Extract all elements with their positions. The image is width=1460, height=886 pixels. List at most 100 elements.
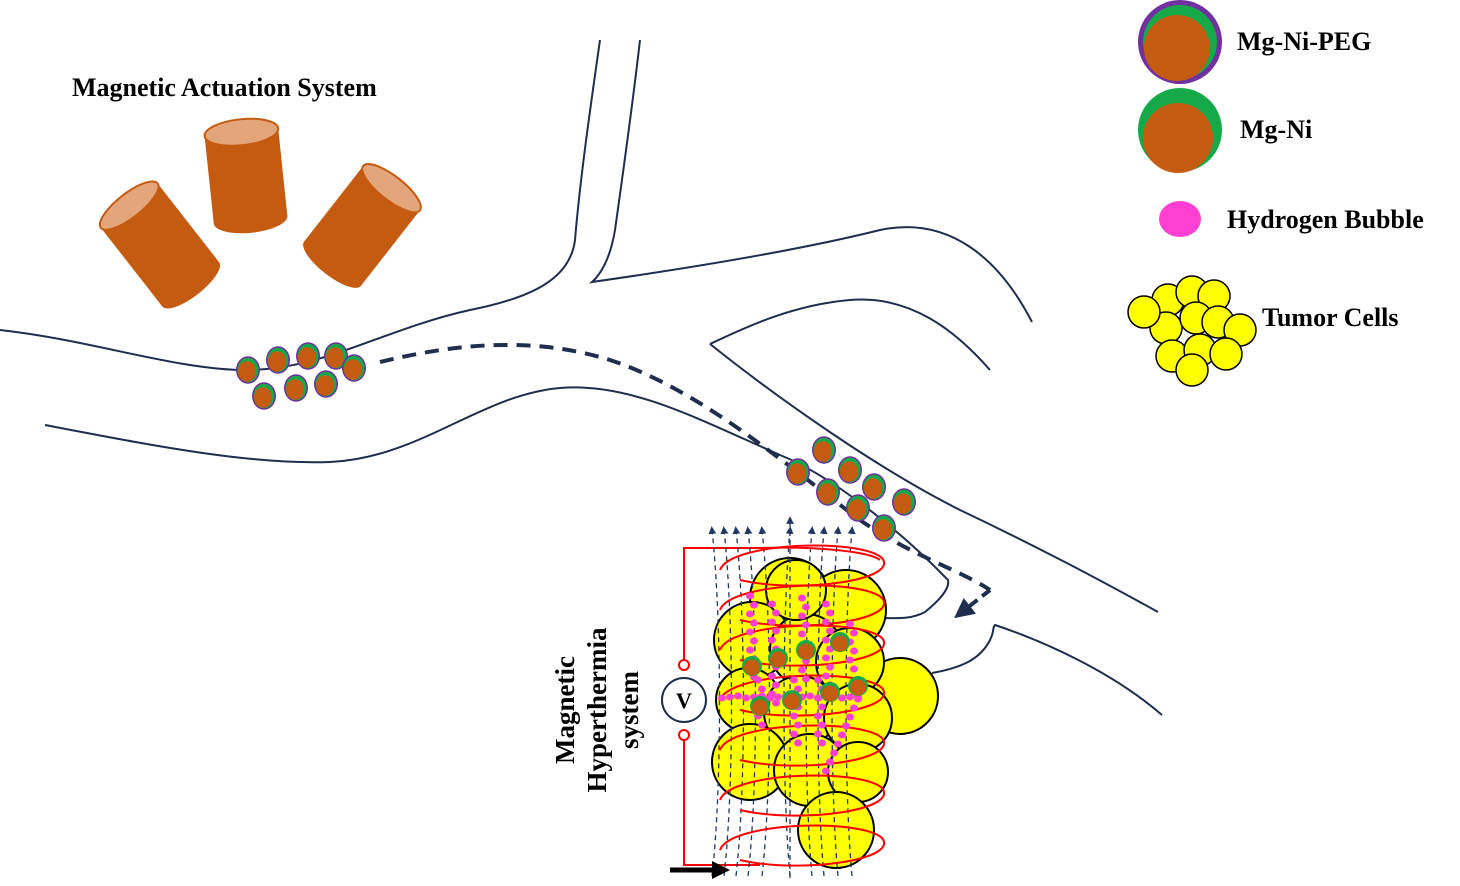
hydrogen-bubble	[814, 712, 822, 720]
hyperthermia-line3: system	[614, 671, 644, 749]
magnetic-field-lines	[708, 516, 856, 878]
hydrogen-bubble	[818, 739, 826, 747]
hydrogen-bubble	[822, 654, 830, 662]
hydrogen-bubble	[802, 675, 810, 683]
legend-mg-ni: Mg-Ni	[1138, 88, 1312, 173]
hydrogen-bubble	[734, 692, 742, 700]
hydrogen-bubble	[826, 609, 834, 617]
hydrogen-bubble	[830, 749, 838, 757]
hydrogen-bubble	[802, 621, 810, 629]
hydrogen-bubble	[850, 704, 858, 712]
vessel-side-branch-lower	[709, 343, 1159, 613]
magnetic-actuation-magnets	[98, 117, 422, 309]
mg-ni-particle	[782, 690, 802, 710]
mg-ni-peg-particle	[816, 478, 840, 506]
hydrogen-bubbles	[718, 592, 866, 775]
mg-ni-particle	[848, 676, 868, 696]
mg-ni-particle	[750, 696, 770, 716]
hydrogen-bubble	[790, 730, 798, 738]
hydrogen-bubble	[802, 603, 810, 611]
hydrogen-bubble	[758, 721, 766, 729]
hydrogen-bubble	[850, 665, 858, 673]
hydrogen-bubble	[814, 694, 822, 702]
field-line	[845, 526, 856, 877]
hydrogen-bubble	[818, 703, 826, 711]
vessel-upper-wall	[0, 39, 601, 372]
legend-mg-ni-label: Mg-Ni	[1240, 115, 1312, 144]
legend-tumor-cell	[1127, 295, 1161, 329]
hydrogen-bubble	[822, 767, 830, 775]
hydrogen-bubble	[768, 618, 776, 626]
hydrogen-bubble	[846, 620, 854, 628]
circuit-terminal-top	[678, 659, 690, 671]
mg-ni-peg-particle	[296, 342, 320, 370]
legend-mg-ni-peg: Mg-Ni-PEG	[1138, 0, 1371, 84]
mg-ni-peg-particle	[284, 374, 308, 402]
hydrogen-bubble	[750, 619, 758, 627]
mg-ni-peg-particle	[236, 356, 260, 384]
mg-ni-peg-particle	[342, 354, 366, 382]
legend-hydrogen-bubble-label: Hydrogen Bubble	[1227, 205, 1424, 234]
legend-hydrogen-bubble: Hydrogen Bubble	[1159, 201, 1424, 237]
blood-vessel	[0, 39, 1163, 716]
legend-tumor-cell	[1209, 337, 1243, 371]
vessel-side-branch-wall	[709, 298, 991, 371]
circuit-terminal-bottom	[678, 729, 690, 741]
coil-loop	[719, 824, 886, 867]
mg-ni-particle	[768, 648, 788, 668]
coil-loop	[719, 624, 886, 667]
travel-path-arrow	[379, 342, 992, 592]
hydrogen-bubble	[806, 692, 814, 700]
hydrogen-bubble	[742, 694, 750, 702]
voltmeter-dial	[661, 677, 707, 723]
mg-ni-peg-particle	[872, 514, 896, 542]
legend-tumor-cell	[1175, 353, 1209, 387]
hydrogen-bubble	[838, 694, 846, 702]
mg-ni-peg-particle	[314, 370, 338, 398]
hydrogen-bubble	[814, 676, 822, 684]
hydrogen-bubble	[842, 722, 850, 730]
hydrogen-bubble	[846, 693, 854, 701]
hyperthermia-line2: Hyperthermia	[582, 627, 612, 792]
mg-ni-peg-particle	[892, 488, 916, 516]
coil-top	[759, 546, 881, 561]
travel-path-arrowhead	[954, 588, 992, 619]
hydrogen-bubble	[746, 592, 754, 600]
mg-ni-peg-cluster-vessel	[236, 342, 366, 410]
hydrogen-bubble	[798, 630, 806, 638]
mg-ni-peg-particle	[846, 494, 870, 522]
hydrogen-bubble	[798, 612, 806, 620]
hydrogen-bubble	[750, 637, 758, 645]
mg-ni-peg-cluster-branch	[786, 436, 916, 542]
hydrogen-bubble	[826, 627, 834, 635]
hyperthermia-circuit	[678, 547, 760, 866]
hyperthermia-coil	[719, 544, 886, 867]
magnet-right	[303, 163, 422, 288]
hydrogen-bubble	[772, 609, 780, 617]
mg-ni-peg-particle	[252, 382, 276, 410]
hydrogen-bubble	[822, 636, 830, 644]
vessel-tumor-exit-wall	[931, 623, 1163, 716]
hydrogen-bubble	[794, 739, 802, 747]
tumor-cell	[797, 791, 875, 869]
hydrogen-bubble	[822, 600, 830, 608]
field-line	[805, 526, 816, 877]
hydrogen-bubble	[846, 656, 854, 664]
field-line	[817, 526, 828, 877]
hydrogen-bubble	[772, 699, 780, 707]
hydrogen-bubble	[726, 693, 734, 701]
mg-ni-peg-particle	[812, 436, 836, 464]
hydrogen-bubble	[768, 600, 776, 608]
mg-ni-particle	[742, 656, 762, 676]
hydrogen-bubble	[850, 647, 858, 655]
legend-tumor-cells: Tumor Cells	[1127, 275, 1399, 387]
magnet-left	[98, 180, 221, 309]
mg-ni-peg-particle	[786, 458, 810, 486]
hydrogen-bubble	[772, 627, 780, 635]
hydrogen-bubble	[826, 663, 834, 671]
hydrogen-bubble	[746, 646, 754, 654]
hydrogen-bubble	[798, 666, 806, 674]
field-line	[708, 526, 721, 877]
vessel-branch-right-wall	[588, 39, 1033, 323]
